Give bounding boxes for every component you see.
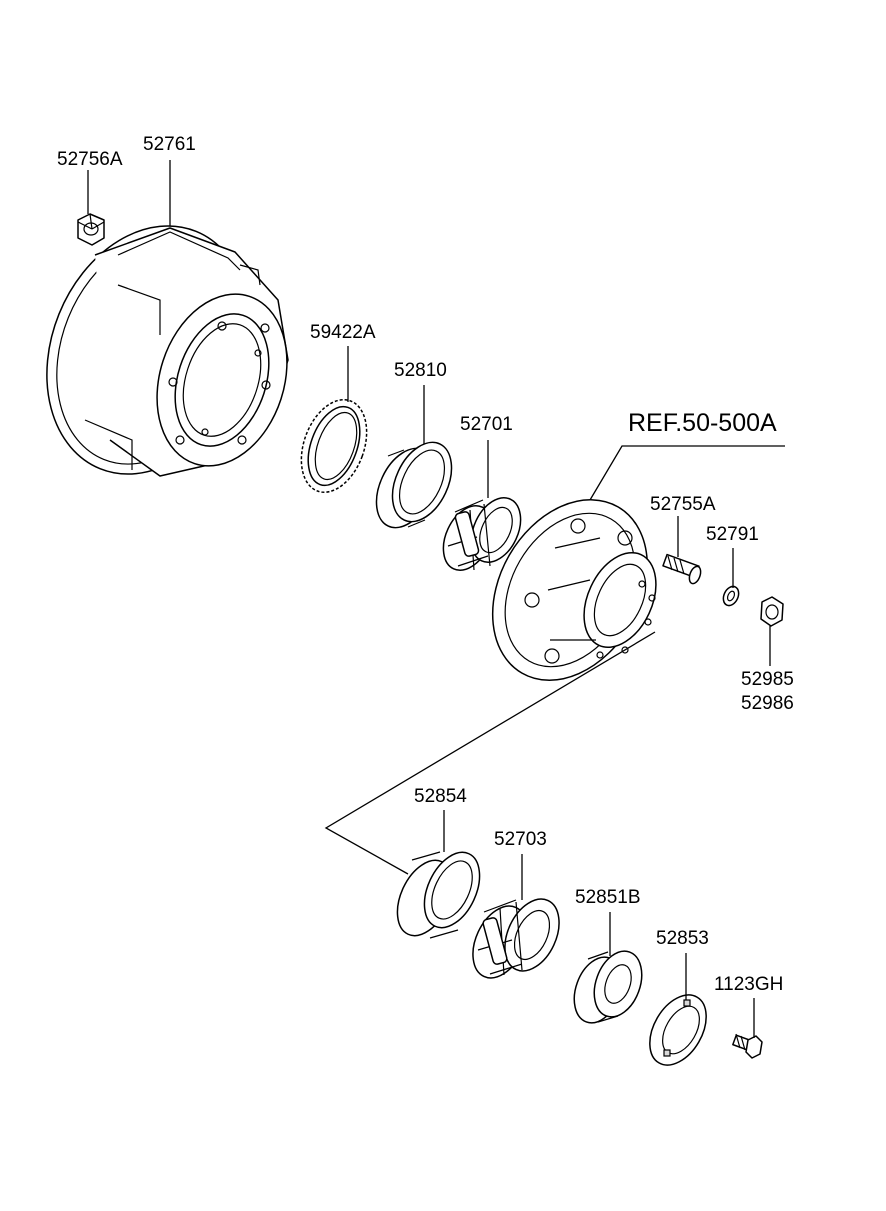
label-52985: 52985: [741, 669, 794, 690]
label-52756A: 52756A: [57, 149, 123, 170]
lock-nut[interactable]: [566, 945, 651, 1030]
label-52986: 52986: [741, 693, 794, 714]
label-52761: 52761: [143, 134, 196, 155]
label-52755A: 52755A: [650, 494, 716, 515]
outer-bearing[interactable]: [434, 490, 531, 578]
hex-bolt[interactable]: [732, 1033, 763, 1059]
brake-drum[interactable]: [11, 195, 308, 504]
label-52701: 52701: [460, 414, 513, 435]
label-52851B: 52851B: [575, 887, 641, 908]
label-52703: 52703: [494, 829, 547, 850]
inner-bearing[interactable]: [462, 890, 570, 986]
wheel-hub: [491, 499, 657, 681]
hub-nut[interactable]: [760, 596, 784, 627]
hub-bolt[interactable]: [662, 553, 703, 586]
lock-washer[interactable]: [638, 985, 718, 1075]
label-59422A: 59422A: [310, 322, 376, 343]
leader-lines: [87, 160, 785, 1038]
wheel-nut[interactable]: [77, 213, 105, 246]
label-1123GH: 1123GH: [714, 974, 783, 995]
label-ref-50-500A: REF.50-500A: [628, 409, 777, 437]
washer[interactable]: [720, 584, 741, 608]
oil-seal[interactable]: [365, 433, 464, 537]
label-52853: 52853: [656, 928, 709, 949]
label-52791: 52791: [706, 524, 759, 545]
tone-ring[interactable]: [289, 391, 378, 502]
bearing-cup[interactable]: [386, 844, 490, 945]
label-52854: 52854: [414, 786, 467, 807]
label-52810: 52810: [394, 360, 447, 381]
